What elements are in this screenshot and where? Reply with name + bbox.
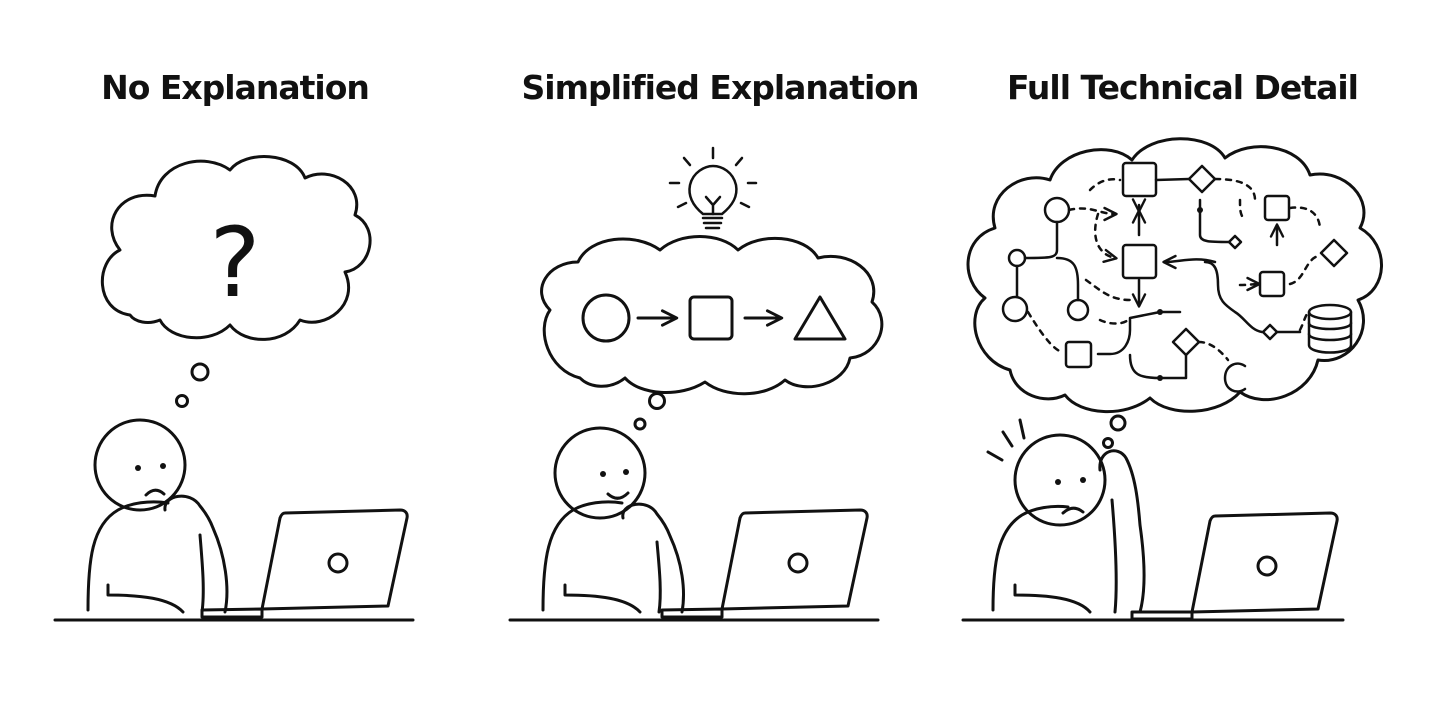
- person-arm: [563, 583, 642, 614]
- laptop-icon: [660, 508, 869, 619]
- laptop-logo: [787, 552, 809, 574]
- flow-node-diamond: [1319, 238, 1349, 268]
- flow-node-square: [1064, 340, 1093, 369]
- person-head: [93, 418, 187, 512]
- laptop-icon: [200, 508, 409, 619]
- flow-node-square: [1121, 161, 1158, 198]
- laptop-screen: [260, 508, 409, 611]
- person-mouth-frown: [144, 488, 166, 497]
- person-puzzled: [86, 418, 229, 614]
- thought-cloud: [540, 235, 884, 396]
- laptop-icon: [1130, 511, 1339, 621]
- flow-connector: [1023, 220, 1059, 260]
- person-arm: [1013, 583, 1092, 614]
- thought-bubble-large: [190, 362, 210, 382]
- panel-title-simplified-explanation: Simplified Explanation: [521, 68, 920, 107]
- flow-node-circle: [1066, 298, 1090, 322]
- person-mouth-smile: [606, 491, 630, 500]
- flow-connector: [1203, 260, 1264, 334]
- person-eye-left: [135, 465, 141, 471]
- person-arm: [106, 583, 185, 614]
- person-body: [541, 500, 624, 612]
- person-eye-left: [600, 471, 606, 477]
- person-stressed: [986, 418, 1146, 614]
- thought-bubble-small: [633, 417, 647, 431]
- thought-bubble-small: [1102, 437, 1114, 449]
- flow-connector: [1154, 177, 1191, 182]
- square-icon: [688, 295, 734, 341]
- lightbulb-filament: [704, 195, 722, 216]
- person-eye-right: [623, 469, 629, 475]
- circle-icon: [581, 293, 631, 343]
- person-body: [86, 500, 170, 612]
- person-hand-on-head: [1098, 449, 1146, 614]
- person-eye-right: [160, 463, 166, 469]
- panel-simplified-explanation: [508, 146, 884, 622]
- flow-node-square: [1263, 194, 1291, 222]
- flow-connector: [1096, 310, 1182, 356]
- person-head: [1013, 433, 1107, 527]
- triangle-icon: [793, 295, 847, 341]
- laptop-logo: [1256, 555, 1278, 577]
- person-hand-on-chin: [621, 502, 685, 614]
- flow-node-circle: [1007, 248, 1027, 268]
- laptop-base: [660, 607, 724, 619]
- panel-full-technical-detail: [961, 137, 1383, 622]
- laptop-screen: [720, 508, 869, 611]
- panel-no-explanation: ?: [53, 155, 415, 622]
- person-forearm: [198, 533, 205, 614]
- person-eye-left: [1055, 479, 1061, 485]
- flow-connector: [1055, 256, 1080, 302]
- person-mouth-frown: [1061, 506, 1085, 515]
- question-mark-icon: ?: [210, 207, 261, 319]
- person-hand-on-chin: [163, 494, 229, 614]
- laptop-screen: [1190, 511, 1339, 614]
- thought-bubble-small: [175, 394, 189, 408]
- flow-node-diamond-small: [1261, 323, 1279, 341]
- person-forearm: [1110, 498, 1118, 614]
- person-eye-right: [1080, 477, 1086, 483]
- person-head: [553, 426, 647, 520]
- flow-node-diamond-small: [1227, 234, 1243, 250]
- flow-arrow: [1162, 254, 1217, 270]
- person-body: [991, 504, 1070, 612]
- flow-node-square: [1121, 243, 1158, 280]
- lightbulb-icon: [668, 146, 758, 230]
- flow-node-circle: [1043, 196, 1071, 224]
- flowchart-icon: [1001, 161, 1353, 393]
- flow-node-circle: [1001, 295, 1029, 323]
- database-icon: [1307, 303, 1353, 354]
- flow-node-square: [1258, 270, 1286, 298]
- panel-title-no-explanation: No Explanation: [101, 68, 370, 107]
- person-content: [541, 426, 685, 614]
- thought-cloud: [100, 155, 372, 341]
- laptop-logo: [327, 552, 349, 574]
- lightbulb-rays: [668, 146, 758, 209]
- laptop-base: [200, 607, 264, 619]
- lightbulb-base: [701, 216, 724, 230]
- thought-bubble-large: [1109, 414, 1127, 432]
- flow-connector: [1128, 353, 1188, 380]
- flow-node-diamond: [1187, 164, 1217, 194]
- stress-lines: [986, 418, 1026, 462]
- panel-title-full-technical-detail: Full Technical Detail: [1007, 68, 1359, 107]
- flow-node-c: [1223, 362, 1247, 393]
- person-forearm: [655, 540, 662, 614]
- flow-diagram-simple: [581, 293, 847, 343]
- thought-cloud: [966, 137, 1383, 414]
- thought-bubble-large: [648, 392, 666, 410]
- laptop-base: [1130, 610, 1194, 621]
- flow-connector: [1198, 198, 1231, 244]
- flow-node-diamond: [1171, 327, 1201, 357]
- flow-connector-dashed: [1026, 177, 1322, 362]
- lightbulb-bulb: [688, 164, 738, 216]
